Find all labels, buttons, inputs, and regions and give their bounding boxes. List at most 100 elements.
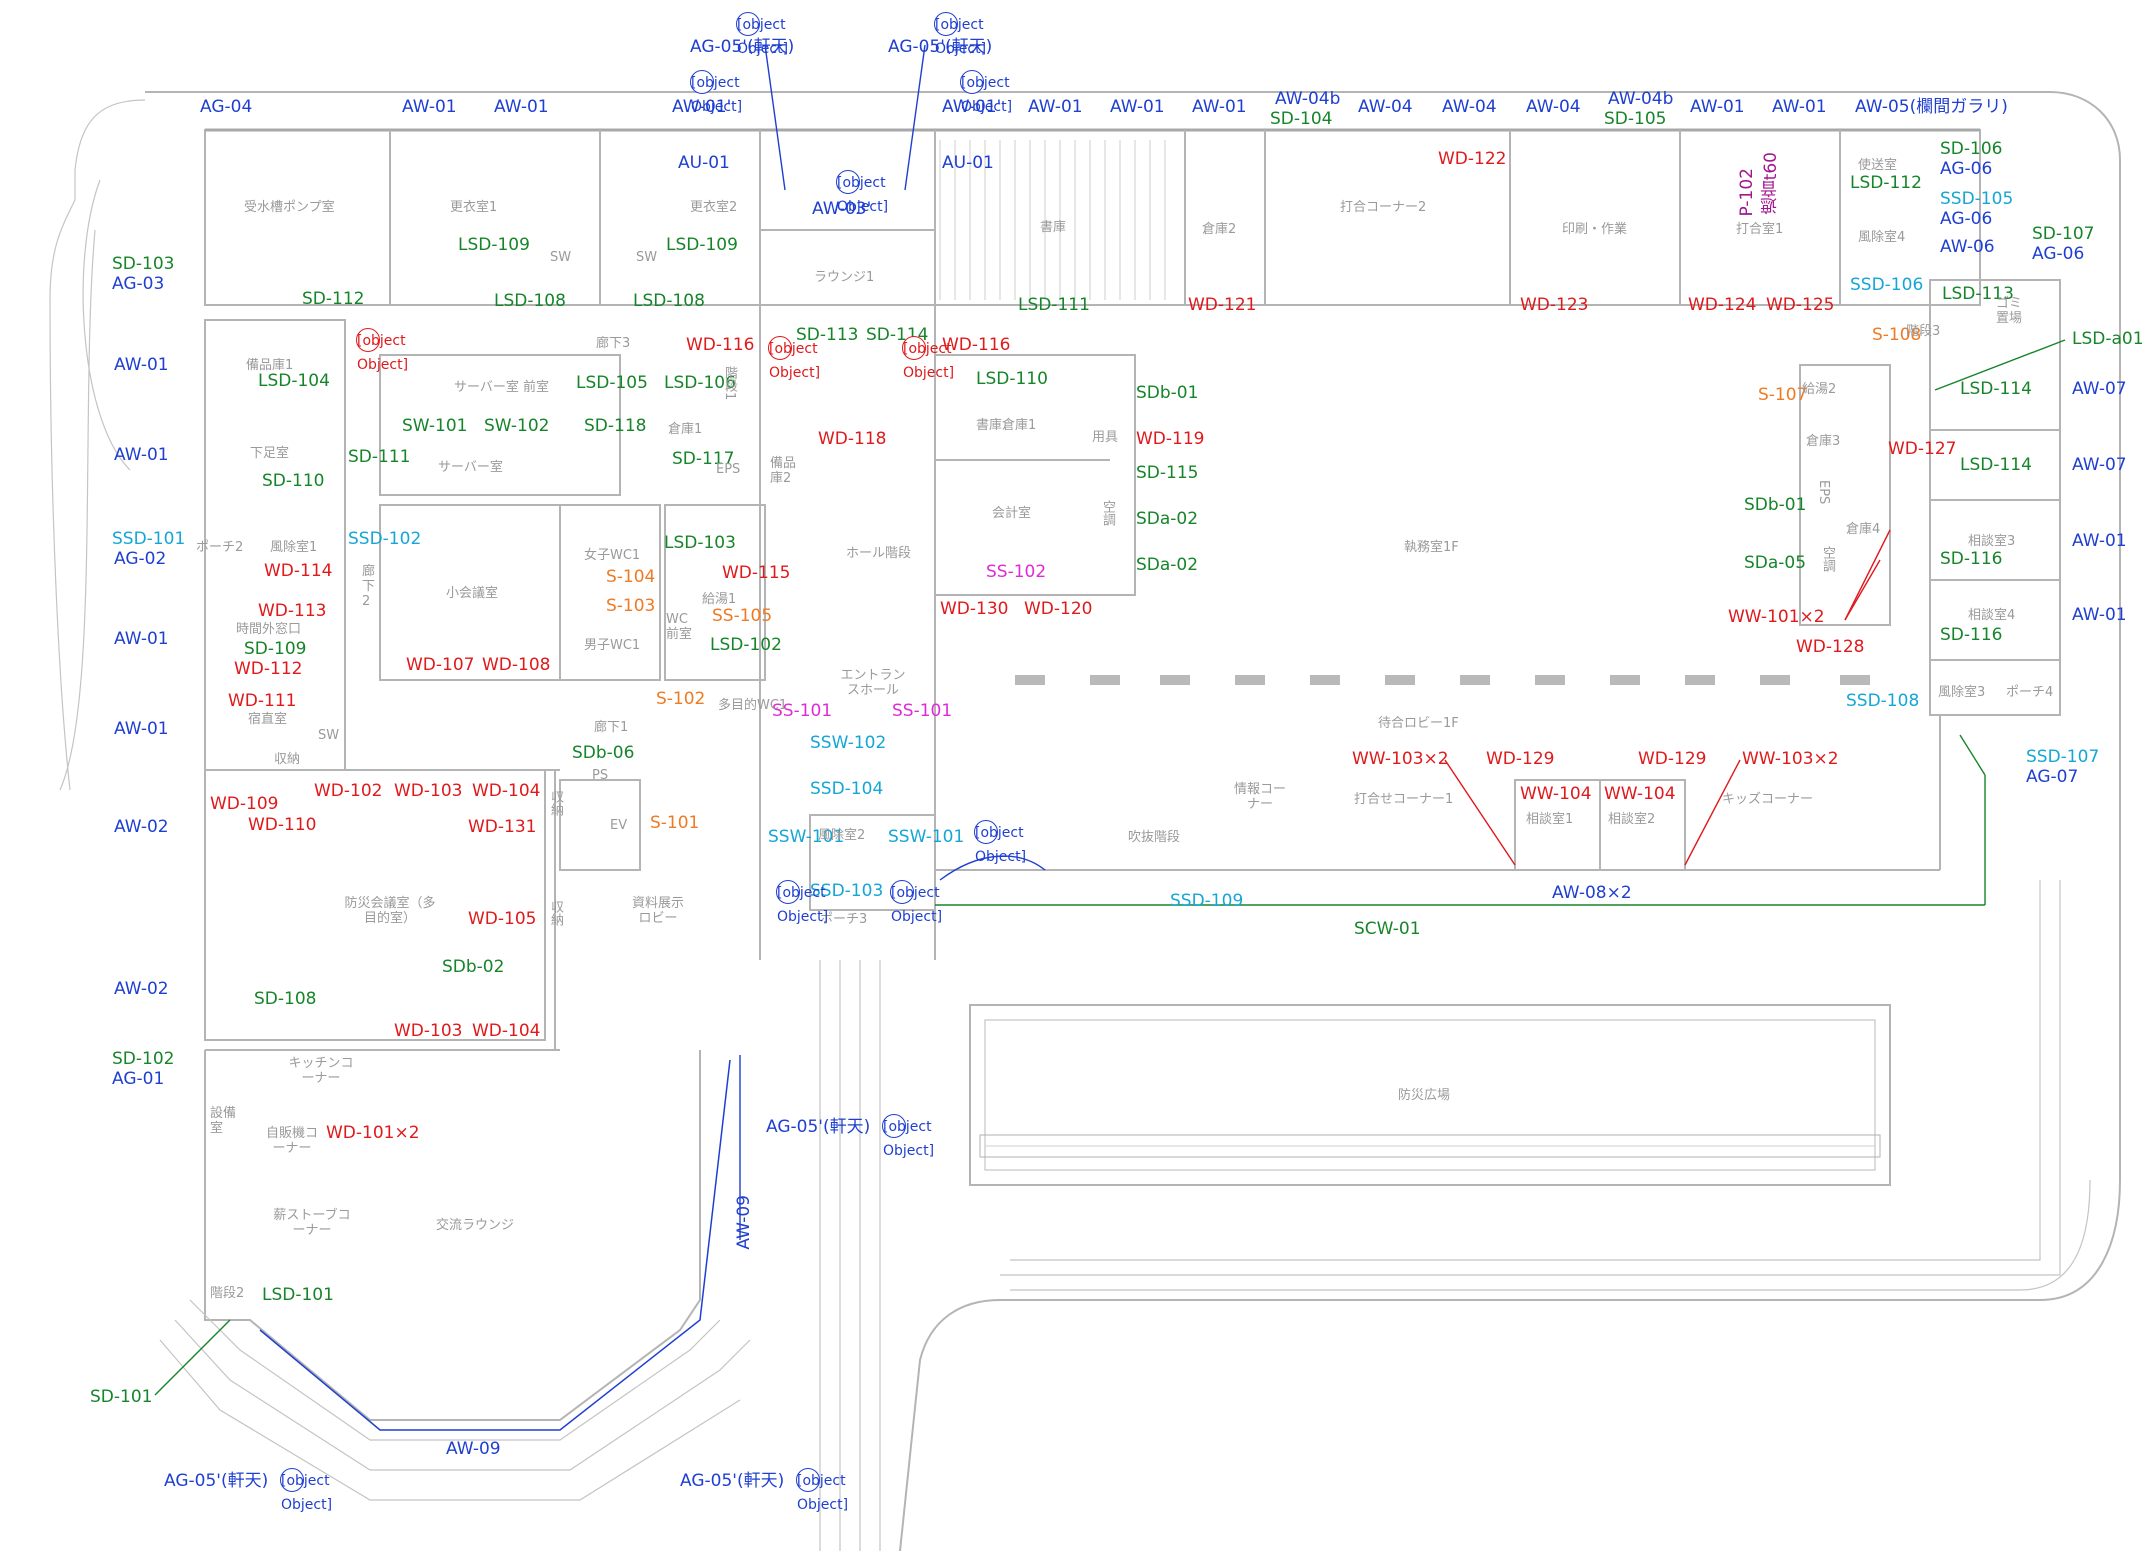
door-window-label: SDa-02 [1136,509,1199,529]
door-window-label: SD-116 [1940,625,2003,645]
room-name: サーバー室 前室 [454,380,550,395]
door-window-label: AG-07 [2026,767,2079,787]
room-name: 給湯2 [1802,382,1837,397]
door-window-label: AW-04 [1358,97,1413,117]
door-window-label: AW-01 [2072,531,2127,551]
door-window-label: SSD-108 [1846,691,1920,711]
door-window-label: WD-109 [210,794,279,814]
door-window-label: WD-130 [940,599,1009,619]
room-name: EV [610,818,628,833]
door-window-label: AW-04 [1526,97,1581,117]
door-window-label: WD-113 [258,601,327,621]
fire-prevention-mark: [object Object] [796,1468,848,1513]
door-window-label: AG-05'(軒天) [766,1117,871,1137]
door-window-label: SD-107 [2032,224,2095,244]
door-window-label: SDb-01 [1136,383,1199,403]
room-name: 備品庫1 [246,358,294,373]
room-name: 打合せコーナー1 [1354,792,1454,807]
door-window-label: WD-104 [472,781,541,801]
special-mark: [object Object] [356,328,408,373]
room-name: エントランスホール [840,668,906,698]
room-name: 交流ラウンジ [436,1218,515,1233]
room-name: 女子WC1 [584,548,641,563]
door-window-label: AW-01 [1110,97,1165,117]
room-name: 収納 [274,752,301,767]
door-window-label: SD-116 [1940,549,2003,569]
room-name: ポーチ3 [820,912,868,927]
door-window-label: P-102 [1737,168,1757,217]
door-window-label: AW-01 [114,629,169,649]
room-name: 風除室2 [818,828,866,843]
door-window-label: SSW-101 [768,827,845,847]
door-window-label: AG-05'(軒天) [690,38,794,56]
door-window-label: SSD-106 [1850,275,1924,295]
door-window-label: AW-01 [402,97,457,117]
door-window-label: LSD-a01 [2072,329,2144,349]
room-name: 打合コーナー2 [1340,200,1427,215]
door-window-label: WD-122 [1438,149,1507,169]
room-name: SW [636,250,658,265]
door-window-label: AW-06 [1940,237,1995,257]
door-window-label: LSD-101 [262,1285,334,1305]
door-window-label: WD-119 [1136,429,1205,449]
room-name: キッチンコーナー [288,1056,354,1086]
door-window-label: LSD-108 [633,291,705,311]
room-name: 自販機コーナー [265,1126,318,1156]
door-window-label: AW-02 [114,817,169,837]
room-name: 吹抜階段 [1128,830,1181,845]
door-window-label: WD-111 [228,691,297,711]
room-name: 更衣室2 [690,200,738,215]
door-window-label: SDa-05 [1744,553,1807,573]
fire-prevention-mark: [object Object] [690,70,742,115]
door-window-label: AW-01 [494,97,549,117]
room-name: 打合室1 [1736,222,1784,237]
door-window-label: SD-115 [1136,463,1199,483]
fire-prevention-mark: [object Object] [836,170,888,215]
door-window-label: AW-01' [672,98,731,116]
door-window-label: S-108 [1872,325,1922,345]
door-window-label: LSD-103 [664,533,736,553]
door-window-label: AW-01 [1192,97,1247,117]
door-window-label: AW-04 [1442,97,1497,117]
door-window-label: AG-05'(軒天) [164,1471,269,1491]
room-name: 備品庫2 [770,456,797,486]
door-window-label: LSD-104 [258,371,330,391]
room-name: 風除室1 [270,540,318,555]
room-name: キッズコーナー [1722,792,1814,807]
door-window-label: WD-107 [406,655,475,675]
room-name: 廊下1 [594,720,629,735]
door-window-label: SSD-101 [112,529,186,549]
door-window-label: AG-05'(軒天) [680,1471,785,1491]
door-window-label: WW-101×2 [1728,607,1825,627]
fire-prevention-mark: [object Object] [882,1114,934,1159]
door-window-label: S-104 [606,567,656,587]
door-window-label: AW-01 [1028,97,1083,117]
door-window-label: LSD-109 [666,235,738,255]
room-name: 空調 [1100,500,1115,526]
room-name: 倉庫1 [668,422,703,437]
door-window-label: SDb-01 [1744,495,1807,515]
door-window-label: WD-116 [942,335,1011,355]
door-window-label: AG-06 [2032,244,2085,264]
room-name: SW [318,728,340,743]
room-name: 倉庫3 [1806,434,1841,449]
door-window-label: SDa-02 [1136,555,1199,575]
door-window-label: WD-118 [818,429,887,449]
door-window-label: SD-108 [254,989,317,1009]
door-window-label: SCW-01 [1354,919,1421,939]
fire-prevention-mark: [object Object] [974,820,1026,865]
room-name: ポーチ2 [196,540,244,555]
room-name: 給湯1 [702,592,737,607]
door-window-label: WD-127 [1888,439,1957,459]
room-name: 執務室1F [1404,540,1459,555]
door-window-label: AW-01 [114,445,169,465]
room-name: 設備室 [210,1106,237,1136]
room-name: 薪ストーブコーナー [273,1208,351,1238]
door-window-label: WD-110 [248,815,317,835]
door-window-label: AU-01 [942,153,994,173]
room-name: 廊下3 [596,336,631,351]
door-window-label: WD-120 [1024,599,1093,619]
door-window-label: WW-104 [1604,784,1676,804]
door-window-label: SD-106 [1940,139,2003,159]
